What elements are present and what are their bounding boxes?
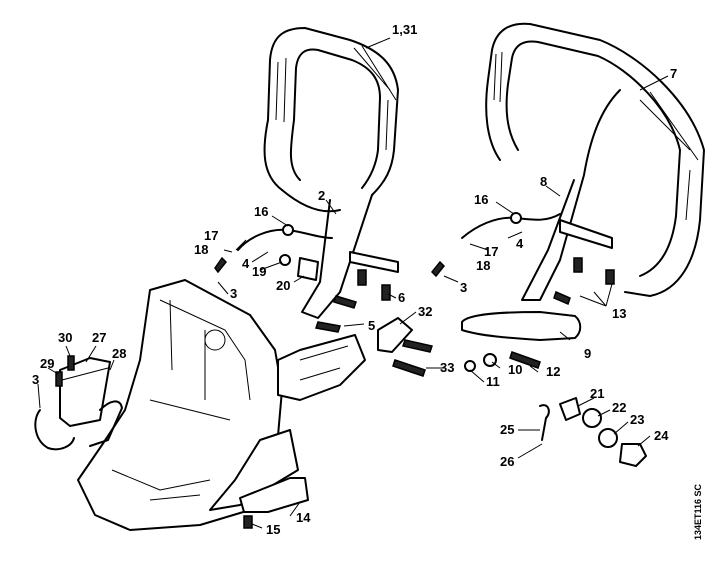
callout-17a: 17 [204, 228, 218, 243]
callout-11: 11 [486, 374, 500, 389]
callout-8: 8 [540, 174, 547, 189]
bracket-part [239, 477, 309, 513]
plate-part [377, 317, 413, 353]
callout-9: 9 [584, 346, 591, 361]
callout-2: 2 [318, 188, 325, 203]
plug-16a [282, 224, 294, 236]
module-27 [59, 357, 111, 427]
callout-4b: 4 [516, 236, 524, 251]
saw-housing [77, 279, 366, 531]
callout-33: 33 [440, 360, 454, 375]
callout-3a: 3 [230, 286, 237, 301]
part-30 [67, 355, 75, 371]
callout-16b: 16 [474, 192, 488, 207]
callout-22: 22 [612, 400, 626, 415]
callout-29: 29 [40, 356, 54, 371]
callout-18b: 18 [476, 258, 490, 273]
screws [243, 257, 615, 529]
leader-lines [37, 37, 669, 529]
callout-12: 12 [546, 364, 560, 379]
spring-25 [539, 404, 550, 441]
callout-27: 27 [92, 330, 106, 345]
callout-labels: 1,31 2 3 3 3 4 4 5 6 7 8 9 10 11 12 13 1… [32, 22, 677, 537]
screw-19 [279, 254, 291, 266]
callout-21: 21 [590, 386, 604, 401]
callout-5: 5 [368, 318, 375, 333]
callout-1-31: 1,31 [392, 22, 417, 37]
grip-part [461, 311, 582, 341]
callout-4a: 4 [242, 256, 250, 271]
nut-24 [619, 443, 647, 467]
callout-25: 25 [500, 422, 514, 437]
callout-6: 6 [398, 290, 405, 305]
callout-24: 24 [654, 428, 669, 443]
callout-23: 23 [630, 412, 644, 427]
callout-16a: 16 [254, 204, 268, 219]
handlebar-right [485, 22, 705, 301]
part-29 [55, 371, 63, 387]
harness-28 [89, 400, 123, 447]
callout-19: 19 [252, 264, 266, 279]
washer-23 [598, 428, 618, 448]
washer-22 [582, 408, 602, 428]
callout-7: 7 [670, 66, 677, 81]
callout-14: 14 [296, 510, 311, 525]
callout-17b: 17 [484, 244, 498, 259]
connector-18b [430, 260, 446, 278]
callout-13: 13 [612, 306, 626, 321]
callout-15: 15 [266, 522, 280, 537]
callout-26: 26 [500, 454, 514, 469]
handlebar-left [263, 27, 399, 319]
callout-32: 32 [418, 304, 432, 319]
clamp-20 [297, 257, 319, 281]
diagram-code: 134ET116 SC [693, 483, 703, 540]
clip-21 [559, 397, 581, 421]
callout-3b: 3 [460, 280, 467, 295]
connector-18a [214, 256, 228, 274]
screw-head-11 [464, 360, 476, 372]
plug-16b [510, 212, 522, 224]
callout-20: 20 [276, 278, 290, 293]
callout-3c: 3 [32, 372, 39, 387]
callout-28: 28 [112, 346, 126, 361]
callout-18a: 18 [194, 242, 208, 257]
callout-10: 10 [508, 362, 522, 377]
wire-3 [34, 409, 75, 451]
callout-30: 30 [58, 330, 72, 345]
